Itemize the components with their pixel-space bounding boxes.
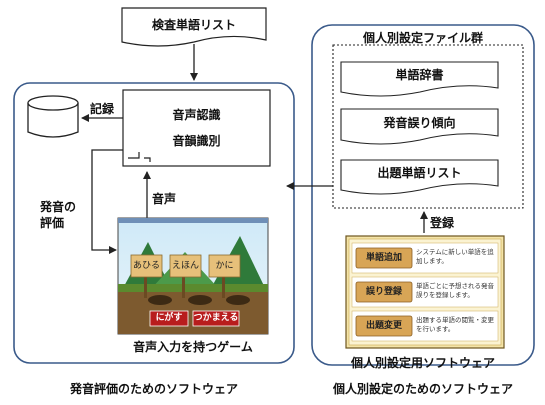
evaluation-label-1: 発音の bbox=[40, 200, 77, 214]
recognizer-label-1: 音声認識 bbox=[172, 108, 221, 122]
voice-label: 音声 bbox=[152, 192, 177, 206]
settings-caption: 個人別設定用ソフトウェア bbox=[350, 356, 495, 370]
database-icon bbox=[27, 95, 79, 138]
settings-button-change-questions[interactable]: 出題変更 bbox=[365, 321, 402, 331]
game-button-catch-bg bbox=[192, 310, 240, 327]
game-sign-3 bbox=[208, 254, 241, 278]
right-software-panel bbox=[311, 24, 535, 366]
evaluation-label-2: 評価 bbox=[40, 216, 65, 230]
settings-desc-3: 出題する単語の閲覧・変更を行います。 bbox=[416, 316, 494, 333]
settings-button-add-word[interactable]: 単語追加 bbox=[365, 253, 402, 263]
settings-button-register-error[interactable]: 誤り登録 bbox=[365, 287, 402, 297]
file-label-3: 出題単語リスト bbox=[377, 166, 462, 180]
game-sign-text-2: えほん bbox=[171, 261, 199, 271]
settings-button-1-bg bbox=[355, 247, 413, 269]
register-label: 登録 bbox=[430, 216, 455, 230]
settings-button-2-bg bbox=[355, 281, 413, 303]
game-button-release-bg bbox=[149, 310, 189, 327]
right-panel-title: 個人別設定のためのソフトウェア bbox=[332, 382, 513, 396]
file-label-2: 発音誤り傾向 bbox=[383, 116, 456, 130]
left-software-panel bbox=[13, 82, 295, 364]
recognizer-label-2: 音韻識別 bbox=[172, 134, 221, 148]
game-caption: 音声入力を持つゲーム bbox=[133, 340, 253, 354]
settings-screenshot bbox=[345, 235, 505, 349]
game-catch-button[interactable]: つかまえる bbox=[193, 313, 239, 323]
game-sign-text-1: あひる bbox=[132, 261, 160, 271]
game-sign-2 bbox=[169, 254, 202, 278]
file-doc-3 bbox=[340, 159, 499, 195]
settings-desc-1: システムに新しい単語を追加します。 bbox=[416, 248, 494, 265]
file-doc-2 bbox=[340, 108, 499, 145]
game-sign-text-3: かに bbox=[215, 261, 234, 271]
settings-desc-2: 単語ごとに予想される発音誤りを登録します。 bbox=[416, 282, 494, 299]
arrow-evaluation-loop bbox=[91, 149, 123, 254]
file-group-title: 個人別設定ファイル群 bbox=[362, 31, 483, 45]
word-list-document bbox=[121, 7, 267, 47]
word-list-label: 検査単語リスト bbox=[151, 18, 236, 32]
game-release-button[interactable]: にがす bbox=[155, 313, 183, 323]
file-doc-1 bbox=[340, 61, 499, 97]
file-label-1: 単語辞書 bbox=[395, 68, 444, 82]
recognizer-dashed-corner bbox=[128, 152, 151, 162]
record-label: 記録 bbox=[90, 102, 115, 116]
left-panel-title: 発音評価のためのソフトウェア bbox=[69, 382, 238, 396]
game-screenshot bbox=[117, 217, 269, 335]
game-sign-1 bbox=[130, 254, 163, 278]
recognizer-box bbox=[122, 89, 271, 167]
settings-button-3-bg bbox=[355, 315, 413, 337]
